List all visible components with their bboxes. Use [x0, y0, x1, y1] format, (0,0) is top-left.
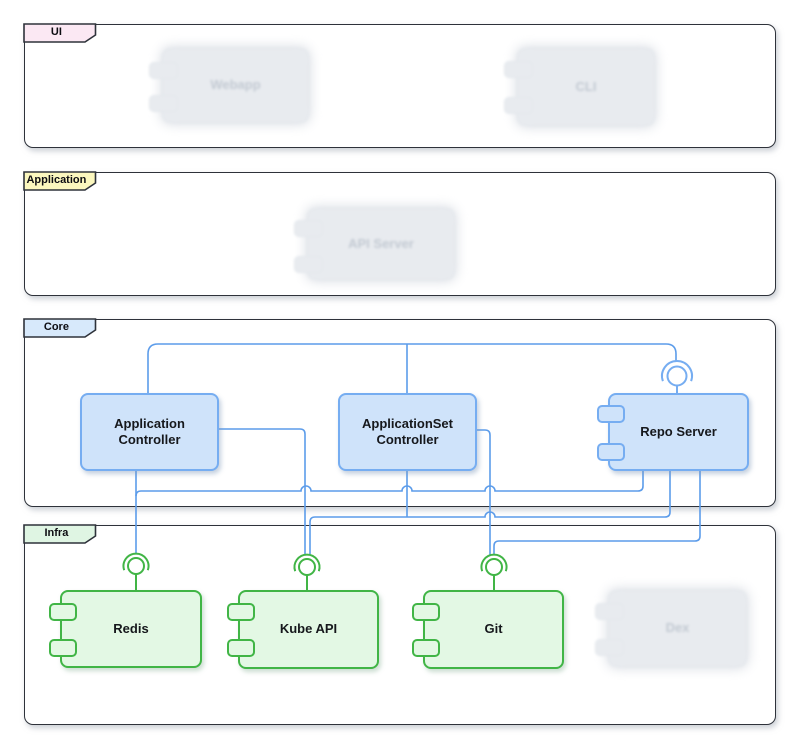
- component-port-icon: [597, 405, 625, 423]
- component-port-icon: [294, 220, 323, 237]
- component-port-icon: [504, 97, 533, 114]
- component-kube-api-label: Kube API: [279, 621, 338, 637]
- component-port-icon: [294, 256, 323, 273]
- frame-ui-label-tab: UI: [23, 23, 97, 44]
- frame-tab-fill: [23, 318, 97, 339]
- frame-tab-shape-icon: [23, 524, 97, 545]
- component-repo-server-label: Repo Server: [640, 423, 717, 439]
- component-port-icon: [412, 639, 440, 657]
- component-port-icon: [412, 603, 440, 621]
- component-port-icon: [227, 639, 255, 657]
- frame-application-label: Application: [26, 173, 87, 186]
- frame-tab-shape-icon: [23, 171, 97, 192]
- component-port-icon: [595, 639, 624, 656]
- frame-tab-fill: [23, 171, 97, 192]
- frame-core-label-tab: Core: [23, 318, 97, 339]
- frame-ui: UI: [23, 23, 776, 148]
- component-port-icon: [49, 603, 77, 621]
- component-port-icon: [149, 62, 178, 79]
- component-port-icon: [49, 639, 77, 657]
- component-git-label: Git: [484, 621, 503, 637]
- component-webapp: Webapp: [149, 48, 309, 123]
- component-redis-label: Redis: [113, 620, 149, 636]
- frame-tab-shape-icon: [23, 318, 97, 339]
- component-repo-server: Repo Server: [597, 393, 749, 471]
- component-dex: Dex: [595, 590, 747, 667]
- frame-infra-label-tab: Infra: [23, 524, 97, 545]
- frame-core-label: Core: [43, 320, 69, 333]
- component-cli-label: CLI: [575, 78, 597, 94]
- component-kube-api: Kube API: [227, 590, 379, 669]
- component-port-icon: [149, 95, 178, 112]
- component-applicationset-controller: ApplicationSet Controller: [338, 393, 477, 471]
- component-webapp-label: Webapp: [210, 77, 261, 93]
- component-cli: CLI: [504, 48, 655, 126]
- component-redis: Redis: [49, 590, 202, 668]
- component-port-icon: [595, 603, 624, 620]
- frame-tab-fill: [23, 23, 97, 44]
- frame-application-label-tab: Application: [23, 171, 97, 192]
- frame-tab-shape-icon: [23, 23, 97, 44]
- component-api-server: API Server: [294, 208, 455, 280]
- component-application-controller: Application Controller: [80, 393, 219, 471]
- frame-tab-fill: [23, 524, 97, 545]
- component-applicationset-controller-label: ApplicationSet Controller: [361, 415, 453, 447]
- frame-ui-label: UI: [50, 25, 62, 38]
- frame-infra-label: Infra: [44, 526, 69, 539]
- component-application-controller-label: Application Controller: [114, 415, 185, 447]
- component-port-icon: [227, 603, 255, 621]
- component-port-icon: [504, 61, 533, 78]
- component-git: Git: [412, 590, 564, 669]
- component-port-icon: [597, 443, 625, 461]
- component-api-server-label: API Server: [348, 235, 414, 251]
- component-dex-label: Dex: [665, 620, 690, 636]
